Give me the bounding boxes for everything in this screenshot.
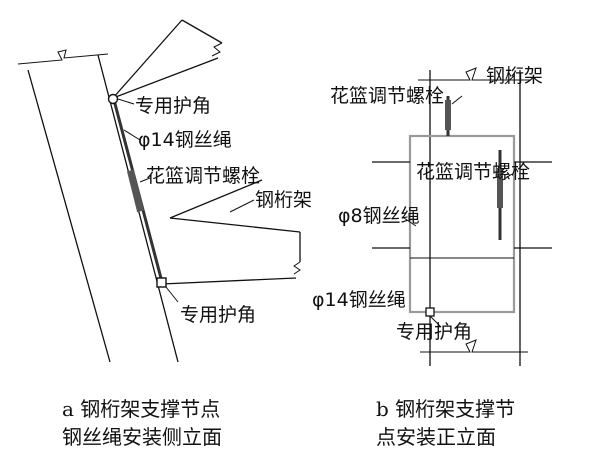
truss-upper-line-1 (112, 19, 183, 99)
label-b-wire14: φ14钢丝绳 (312, 289, 406, 311)
leader-b-turnbuckle-mid (502, 173, 513, 181)
leader-b-wire8 (403, 217, 417, 227)
label-corner-bottom: 专用护角 (180, 304, 256, 326)
truss-upper-inner (112, 57, 219, 99)
truss-lower-line-2 (169, 217, 301, 233)
turnbuckle-b-top (445, 100, 451, 130)
leader-b-turnbuckle-top (451, 95, 463, 105)
truss-bottom-line (161, 277, 297, 285)
caption-a-line1: a 钢桁架支撑节点 (62, 397, 220, 421)
label-b-wire8: φ8钢丝绳 (338, 205, 420, 227)
truss-frame-b (408, 134, 516, 314)
column-left-edge (27, 69, 111, 363)
truss-lower-line-1 (169, 179, 263, 219)
label-corner-top: 专用护角 (135, 95, 211, 117)
column-b-top-break (418, 67, 530, 81)
leader-b-truss (504, 75, 515, 85)
label-truss: 钢桁架 (255, 189, 312, 211)
corner-protector-b (425, 307, 435, 317)
leader-turnbuckle (139, 177, 151, 183)
column-b-bottom-break (420, 339, 528, 353)
caption-b-line1: b 钢桁架支撑节 (376, 397, 515, 421)
corner-protector-bottom (156, 277, 167, 288)
label-wire-rope: φ14钢丝绳 (138, 129, 232, 151)
caption-a-line2: 钢丝绳安装侧立面 (62, 425, 222, 449)
truss-lower-break (293, 261, 301, 275)
leader-wire-rope (123, 129, 141, 141)
label-b-turnbuckle-mid: 花篮调节螺栓 (416, 161, 530, 183)
diagram-b: 花篮调节螺栓 钢桁架 花篮调节螺栓 φ8钢丝绳 φ14钢丝绳 专用护角 b 钢桁… (312, 65, 552, 449)
corner-protector-top (107, 93, 119, 105)
label-turnbuckle: 花篮调节螺栓 (146, 165, 260, 187)
turnbuckle-a (127, 169, 144, 213)
leader-corner-top (117, 98, 135, 105)
leader-truss (229, 199, 255, 213)
turnbuckle-b-mid (497, 168, 503, 208)
truss-upper-break (211, 42, 223, 57)
diagram-a: 专用护角 φ14钢丝绳 花篮调节螺栓 钢桁架 专用护角 a 钢桁架支撑节点 钢丝… (17, 19, 312, 449)
label-b-turnbuckle-top: 花篮调节螺栓 (330, 85, 444, 107)
leader-b-corner (429, 315, 441, 327)
column-top-break (17, 49, 109, 65)
truss-upper-line-2 (181, 19, 223, 44)
leader-corner-bottom (165, 286, 179, 303)
label-b-truss: 钢桁架 (486, 65, 543, 87)
caption-b-line2: 点安装正立面 (376, 425, 496, 449)
label-b-corner: 专用护角 (396, 321, 472, 343)
